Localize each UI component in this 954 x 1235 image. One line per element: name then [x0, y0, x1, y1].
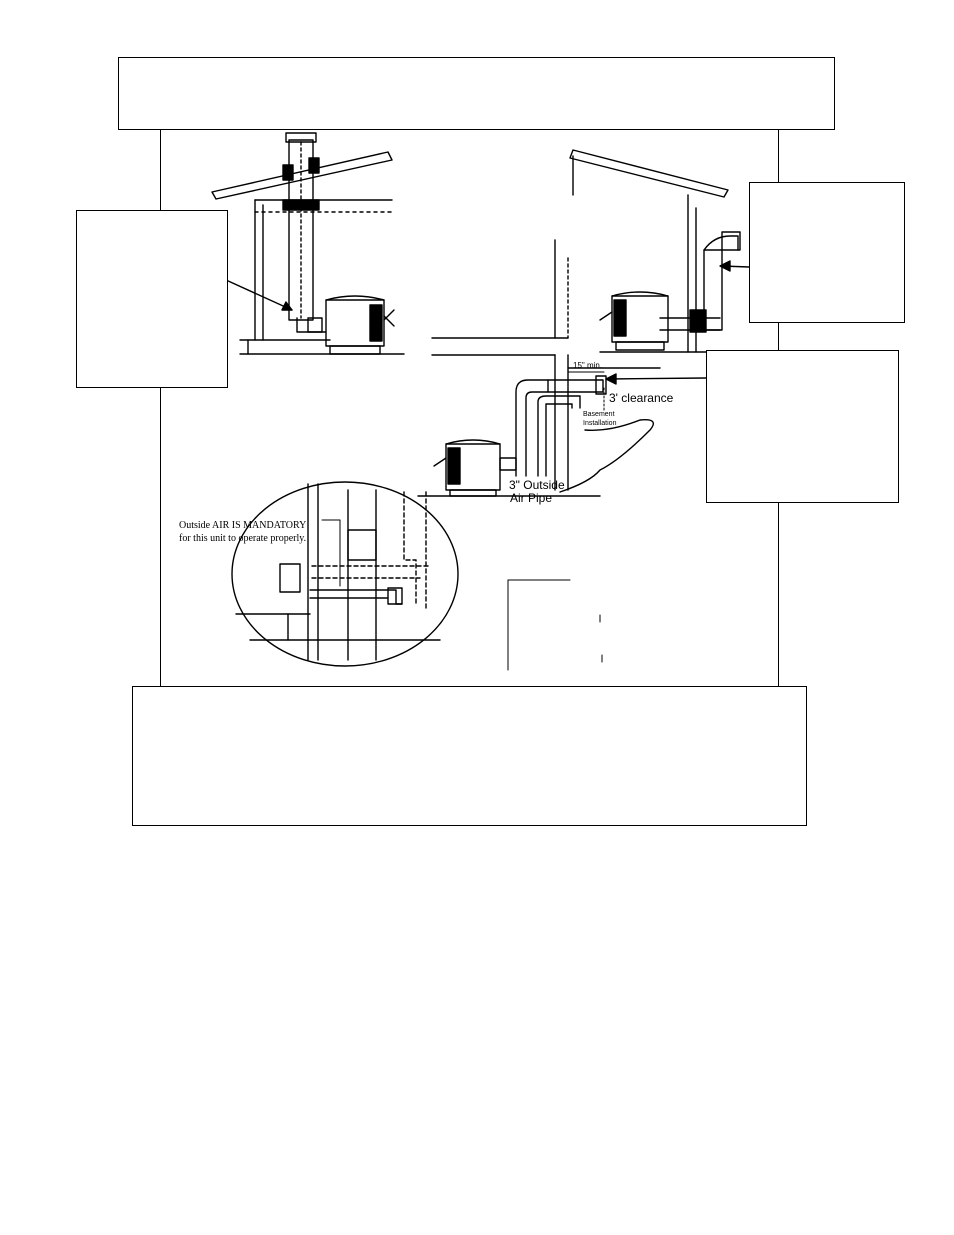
detail-outside-air-circle — [231, 481, 459, 667]
scene-roof-vertical-vent — [211, 132, 405, 355]
label-mandatory-line1: Outside AIR IS MANDATORY — [179, 520, 307, 531]
label-outside-air-line2: Air Pipe — [510, 491, 553, 505]
label-outside-air-line1: 3" Outside — [509, 478, 565, 492]
scene-side-wall-vent — [569, 149, 741, 353]
leader-right-upper — [719, 260, 750, 272]
leader-left — [225, 279, 293, 311]
callout-left — [76, 210, 228, 388]
leader-right-lower — [605, 373, 707, 385]
label-basement-line1: Basement — [583, 411, 615, 418]
label-3ft-clearance: 3' clearance — [609, 391, 674, 405]
callout-right-lower — [706, 350, 899, 503]
label-15in-min: 15" min. — [573, 361, 603, 370]
scrap-lines — [507, 579, 603, 671]
callout-right-upper — [749, 182, 905, 323]
label-basement-line2: Installation — [583, 420, 617, 427]
scene-basement-installation — [417, 239, 661, 497]
callout-top — [118, 57, 835, 130]
label-mandatory-line2: for this unit to operate properly. — [179, 533, 307, 544]
callout-bottom — [132, 686, 807, 826]
